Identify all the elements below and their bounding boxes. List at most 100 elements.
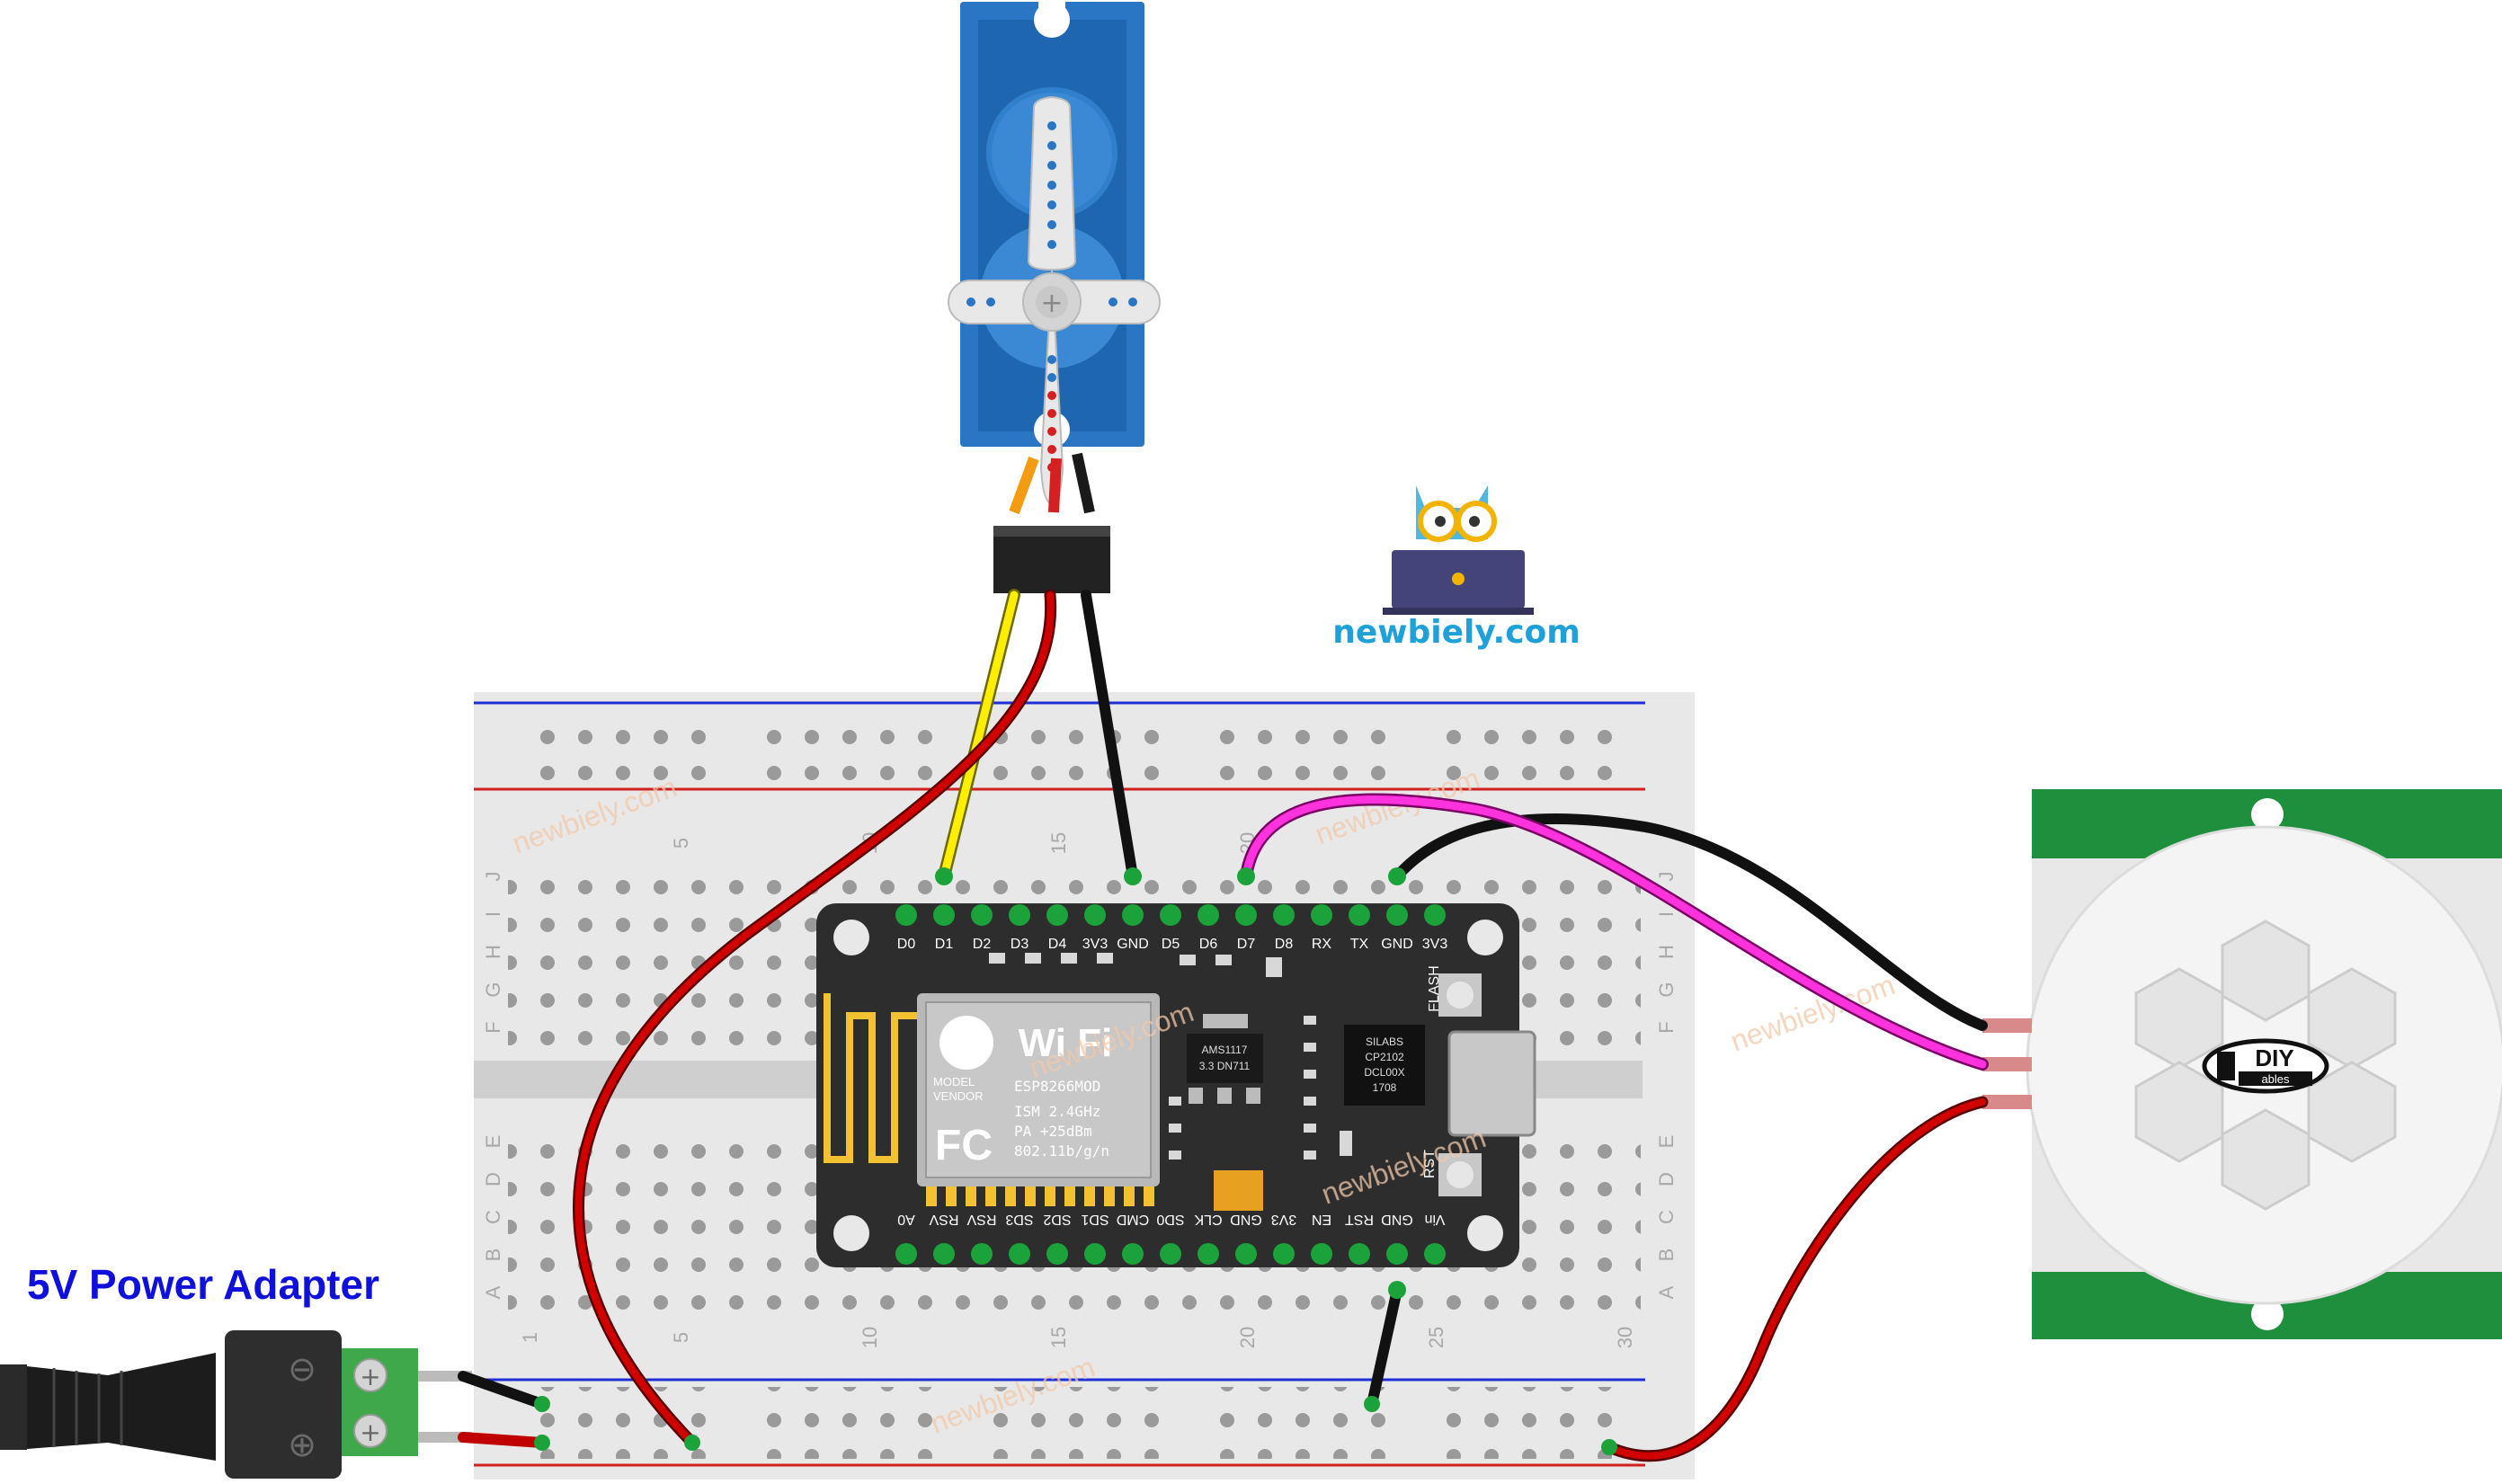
row-letter-i-right: I bbox=[1655, 911, 1678, 917]
pin-label-sd2: SD2 bbox=[1043, 1212, 1071, 1227]
power-adapter-title: 5V Power Adapter bbox=[27, 1261, 379, 1308]
col-number-30: 30 bbox=[1614, 1327, 1636, 1348]
pin-label-a0: A0 bbox=[897, 1212, 915, 1227]
row-letter-g: G bbox=[482, 982, 504, 997]
diyables-logo-text: DIY bbox=[2255, 1044, 2293, 1071]
diyables-logo-sub: ables bbox=[2261, 1072, 2290, 1086]
pin-label-3v3-b: 3V3 bbox=[1422, 937, 1448, 952]
row-letter-i: I bbox=[482, 911, 504, 917]
pin-label-gnd-c: GND bbox=[1230, 1212, 1262, 1227]
fresnel-lens bbox=[2134, 920, 2397, 1211]
col-number-20: 20 bbox=[1236, 1327, 1259, 1348]
servo-connector bbox=[993, 526, 1110, 593]
module-model-label: MODEL bbox=[933, 1075, 975, 1089]
dc-power-jack: ⊖ ⊕ + + bbox=[0, 1330, 472, 1479]
micro-usb-port[interactable] bbox=[1447, 1030, 1536, 1137]
pin-label-tx: TX bbox=[1350, 937, 1369, 952]
usb-chip-line-4: 1708 bbox=[1373, 1081, 1397, 1094]
pir-pin-gnd bbox=[1982, 1018, 2032, 1033]
pin-label-d3: D3 bbox=[1011, 937, 1029, 952]
row-letter-c-right: C bbox=[1655, 1210, 1678, 1224]
pin-label-clk: CLK bbox=[1194, 1212, 1222, 1227]
pin-label-gnd-b: GND bbox=[1381, 937, 1413, 952]
tantalum-capacitor bbox=[1214, 1170, 1263, 1211]
bottom-pin-row bbox=[895, 1243, 1446, 1265]
pir-mount-hole-bottom bbox=[2251, 1298, 2284, 1330]
pin-label-d6: D6 bbox=[1199, 937, 1218, 952]
pin-label-sd1: SD1 bbox=[1081, 1212, 1109, 1227]
row-letter-f-right: F bbox=[1655, 1021, 1678, 1033]
pin-label-sd0: SD0 bbox=[1156, 1212, 1184, 1227]
pin-label-d1: D1 bbox=[935, 937, 954, 952]
diyables-logo: DIY ables bbox=[2202, 1038, 2329, 1094]
row-letter-j-right: J bbox=[1655, 872, 1678, 882]
row-letter-d-right: D bbox=[1655, 1172, 1678, 1186]
col-number-5: 5 bbox=[670, 1332, 692, 1343]
col-number-25: 25 bbox=[1425, 1327, 1447, 1348]
regulator-model: AMS1117 bbox=[1202, 1044, 1248, 1056]
pir-pin-vcc bbox=[1982, 1095, 2032, 1109]
top-pin-row bbox=[895, 904, 1446, 926]
pin-label-rx: RX bbox=[1312, 937, 1332, 952]
pin-label-vin: Vin bbox=[1425, 1212, 1446, 1227]
col-number-1: 1 bbox=[519, 1332, 541, 1343]
row-letter-h-right: H bbox=[1655, 945, 1678, 959]
terminal-screw-minus[interactable] bbox=[353, 1358, 387, 1392]
pin-label-d7: D7 bbox=[1237, 937, 1256, 952]
module-ism: ISM 2.4GHz bbox=[1014, 1103, 1100, 1120]
pin-label-d4: D4 bbox=[1048, 937, 1067, 952]
row-letter-e: E bbox=[482, 1135, 504, 1149]
row-letter-e-right: E bbox=[1655, 1135, 1678, 1149]
usb-serial-chip: SILABS CP2102 DCL00X 1708 bbox=[1344, 1025, 1425, 1106]
wire-pir-gnd bbox=[1392, 813, 1988, 1031]
pin-label-sd3: SD3 bbox=[1005, 1212, 1033, 1227]
screw-cross-icon: + bbox=[360, 1362, 380, 1391]
row-letter-d: D bbox=[482, 1172, 504, 1186]
fc-mark: FC bbox=[935, 1122, 993, 1169]
pcb-antenna bbox=[824, 993, 917, 1163]
usb-chip-line-3: DCL00X bbox=[1364, 1066, 1404, 1079]
row-letter-a-right: A bbox=[1655, 1285, 1678, 1299]
screw-cross-icon: + bbox=[360, 1417, 380, 1447]
pin-label-d8: D8 bbox=[1275, 937, 1294, 952]
module-pa: PA +25dBm bbox=[1014, 1123, 1092, 1140]
plus-symbol: ⊕ bbox=[288, 1425, 316, 1464]
terminal-screw-plus[interactable] bbox=[353, 1414, 387, 1448]
pin-label-rsv-a: RSV bbox=[929, 1212, 958, 1227]
pin-label-en: EN bbox=[1312, 1212, 1331, 1227]
wire-servo-gnd bbox=[1081, 590, 1138, 882]
pin-label-rst: RST bbox=[1345, 1212, 1374, 1227]
flash-button[interactable] bbox=[1438, 973, 1482, 1017]
usb-chip-line-1: SILABS bbox=[1366, 1035, 1403, 1048]
pin-label-d5: D5 bbox=[1162, 937, 1180, 952]
row-letter-j: J bbox=[482, 872, 504, 882]
col-number-10: 10 bbox=[859, 1327, 881, 1348]
pin-label-rsv-b: RSV bbox=[966, 1212, 996, 1227]
flash-label: FLASH bbox=[1427, 965, 1442, 1012]
reset-button[interactable] bbox=[1438, 1153, 1482, 1196]
wire-endpoints bbox=[534, 867, 1617, 1455]
newbiely-owl-logo bbox=[1383, 485, 1534, 615]
usb-chip-line-2: CP2102 bbox=[1365, 1051, 1404, 1063]
row-letter-b: B bbox=[482, 1249, 504, 1262]
module-vendor-label: VENDOR bbox=[933, 1089, 984, 1103]
servo-horn: + bbox=[948, 95, 1161, 505]
servo-motor: + bbox=[948, 0, 1161, 593]
row-letter-h: H bbox=[482, 945, 504, 959]
voltage-regulator: AMS1117 3.3 DN711 bbox=[1187, 1014, 1263, 1104]
pir-mount-hole-top bbox=[2251, 798, 2284, 831]
wire-adapter-vcc bbox=[458, 1432, 548, 1448]
module-name: ESP8266MOD bbox=[1014, 1078, 1100, 1095]
regulator-spec: 3.3 DN711 bbox=[1199, 1060, 1251, 1072]
pir-pin-out bbox=[1982, 1057, 2032, 1071]
pin-label-3v3-c: 3V3 bbox=[1271, 1212, 1297, 1227]
row-letter-a: A bbox=[482, 1285, 504, 1299]
row-letter-b-right: B bbox=[1655, 1249, 1678, 1262]
pin-label-d0: D0 bbox=[897, 937, 916, 952]
row-letter-c: C bbox=[482, 1210, 504, 1224]
reset-label: RST bbox=[1422, 1150, 1438, 1178]
minus-symbol: ⊖ bbox=[288, 1349, 316, 1389]
wifi-logo-icon bbox=[939, 1016, 993, 1070]
row-letter-f: F bbox=[482, 1021, 504, 1033]
